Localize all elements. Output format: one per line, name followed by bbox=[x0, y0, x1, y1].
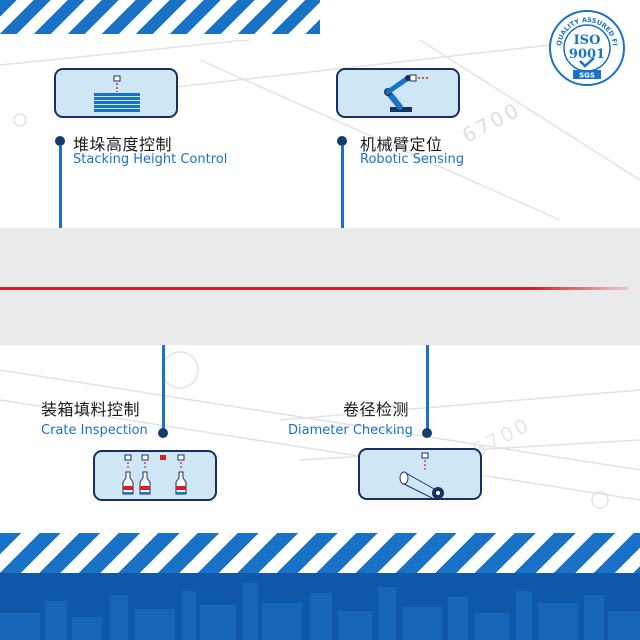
robotic-connector-line bbox=[341, 145, 344, 228]
stacked-plates-sensor-icon bbox=[94, 75, 140, 112]
top-stripe-decoration bbox=[0, 0, 320, 34]
bottom-stripe-decoration bbox=[0, 533, 640, 573]
diameter-marker-dot bbox=[422, 428, 432, 438]
technical-drawing-watermark: 6700 6700 bbox=[0, 40, 640, 509]
badge-number: 9001 bbox=[569, 47, 605, 62]
crate-title-cn: 装箱填料控制 bbox=[41, 400, 141, 419]
badge-standard: ISO bbox=[574, 33, 601, 48]
diameter-checking-card bbox=[358, 448, 482, 500]
stacking-title-cn: 堆垛高度控制 bbox=[73, 135, 173, 154]
robotic-marker-dot bbox=[337, 136, 347, 146]
bottles-sensors-icon bbox=[122, 454, 187, 495]
robotic-sensing-card bbox=[336, 68, 460, 118]
stacking-marker-dot bbox=[55, 136, 65, 146]
city-skyline-illustration bbox=[0, 583, 640, 640]
roll-diameter-sensor-icon bbox=[399, 452, 444, 498]
stacking-height-card bbox=[54, 68, 178, 118]
crate-connector-line bbox=[162, 345, 165, 431]
badge-certifier: SGS bbox=[579, 72, 595, 80]
laser-band bbox=[0, 228, 640, 345]
iso-9001-badge: QUALITY ASSURED FIRM ISO 9001 SGS bbox=[547, 8, 625, 86]
checkmark-icon bbox=[579, 57, 595, 68]
crate-marker-dot bbox=[158, 428, 168, 438]
crate-title-en: Crate Inspection bbox=[41, 423, 148, 438]
crate-inspection-card bbox=[93, 450, 217, 501]
watermark-number: 6700 bbox=[458, 97, 525, 148]
robotic-title-cn: 机械臂定位 bbox=[360, 135, 443, 154]
diameter-connector-line bbox=[426, 345, 429, 431]
diameter-title-en: Diameter Checking bbox=[288, 423, 413, 438]
robotic-title-en: Robotic Sensing bbox=[360, 152, 464, 167]
stacking-connector-line bbox=[59, 145, 62, 228]
stacking-title-en: Stacking Height Control bbox=[73, 152, 228, 167]
footer-skyline bbox=[0, 573, 640, 640]
diameter-title-cn: 卷径检测 bbox=[343, 400, 410, 419]
laser-line bbox=[0, 287, 628, 290]
robot-arm-laser-icon bbox=[384, 74, 430, 112]
